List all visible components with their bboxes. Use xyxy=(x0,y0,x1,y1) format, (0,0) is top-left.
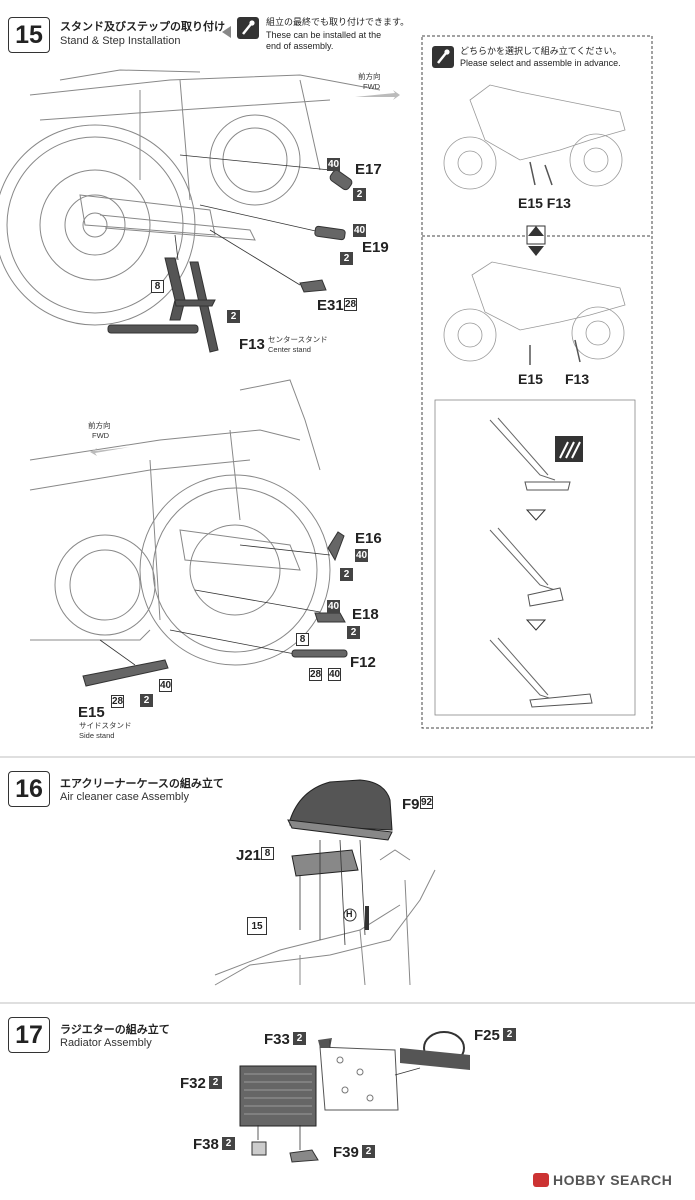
fwd-label-jp-top: 前方向 xyxy=(358,72,381,81)
h-marker: H xyxy=(346,909,353,919)
center-stand-caption-jp: センタースタンド xyxy=(268,335,328,344)
part-e15-label: E15 xyxy=(78,704,105,721)
part-badge: 2 xyxy=(347,626,360,639)
part-badge: 2 xyxy=(209,1076,222,1089)
pointer-arrow-icon xyxy=(222,26,231,38)
option-b-e15-label: E15 xyxy=(518,371,543,387)
part-badge: 28 xyxy=(344,298,357,311)
part-badge: 2 xyxy=(353,188,366,201)
part-badge: 2 xyxy=(362,1145,375,1158)
part-j21-label: J21 xyxy=(236,847,262,864)
part-f12-label: F12 xyxy=(350,654,376,671)
part-badge: 8 xyxy=(261,847,274,860)
part-badge: 40 xyxy=(327,158,340,171)
part-badge: 8 xyxy=(296,633,309,646)
part-e18-label: E18 xyxy=(352,606,379,623)
part-f9-label: F9 xyxy=(402,796,420,813)
part-badge: 40 xyxy=(353,224,366,237)
part-f32-label: F32 xyxy=(180,1075,206,1092)
part-e17-label: E17 xyxy=(355,161,382,178)
part-badge: 2 xyxy=(340,252,353,265)
side-stand-caption-en: Side stand xyxy=(79,731,115,740)
step-reference-box: 15 xyxy=(247,917,267,935)
step-16-title-en: Air cleaner case Assembly xyxy=(60,791,189,803)
fwd-label-en-top: FWD xyxy=(363,82,381,91)
step-15-note-en-2: end of assembly. xyxy=(266,41,334,51)
part-badge: 2 xyxy=(222,1137,235,1150)
center-stand-caption-en: Center stand xyxy=(268,345,311,354)
part-badge: 2 xyxy=(140,694,153,707)
fwd-label-jp-bottom: 前方向 xyxy=(88,421,111,430)
step-17-number: 17 xyxy=(8,1017,50,1053)
step-15-title-en: Stand & Step Installation xyxy=(60,35,181,47)
part-e16-label: E16 xyxy=(355,530,382,547)
step-15-note-en-1: These can be installed at the xyxy=(266,30,382,40)
part-badge: 40 xyxy=(355,549,368,562)
part-badge: 40 xyxy=(159,679,172,692)
fwd-label-en-bottom: FWD xyxy=(92,431,110,440)
option-a-label: E15 F13 xyxy=(518,195,571,211)
part-badge: 8 xyxy=(151,280,164,293)
part-e31-label: E31 xyxy=(317,297,344,314)
side-stand-caption-jp: サイドスタンド xyxy=(79,721,132,730)
watermark-logo-icon xyxy=(533,1173,549,1187)
part-badge: 92 xyxy=(420,796,433,809)
option-b-f13-label: F13 xyxy=(565,371,590,387)
part-badge: 2 xyxy=(340,568,353,581)
part-f39-label: F39 xyxy=(333,1144,359,1161)
step-16-title-jp: エアクリーナーケースの組み立て xyxy=(60,778,224,790)
step-15-number: 15 xyxy=(8,17,50,53)
part-badge: 2 xyxy=(503,1028,516,1041)
step-15-title-jp: スタンド及びステップの取り付け xyxy=(60,21,225,33)
step-17-title-en: Radiator Assembly xyxy=(60,1037,152,1049)
tip-icon xyxy=(237,17,259,39)
step-16-number: 16 xyxy=(8,771,50,807)
part-badge: 2 xyxy=(293,1032,306,1045)
part-f33-label: F33 xyxy=(264,1031,290,1048)
part-badge: 40 xyxy=(327,600,340,613)
part-f13-label: F13 xyxy=(239,336,265,353)
tip-icon xyxy=(432,46,454,68)
part-badge: 28 xyxy=(111,695,124,708)
part-badge: 40 xyxy=(328,668,341,681)
part-badge: 28 xyxy=(309,668,322,681)
part-f38-label: F38 xyxy=(193,1136,219,1153)
step-15-note-jp: 組立の最終でも取り付けできます。 xyxy=(266,17,410,27)
part-e19-label: E19 xyxy=(362,239,389,256)
select-note-jp: どちらかを選択して組み立てください。 xyxy=(460,46,622,56)
select-note-en: Please select and assemble in advance. xyxy=(460,58,621,68)
part-f25-label: F25 xyxy=(474,1027,500,1044)
watermark-text: HOBBY SEARCH xyxy=(553,1172,673,1188)
part-badge: 2 xyxy=(227,310,240,323)
step-17-title-jp: ラジエターの組み立て xyxy=(60,1024,170,1036)
